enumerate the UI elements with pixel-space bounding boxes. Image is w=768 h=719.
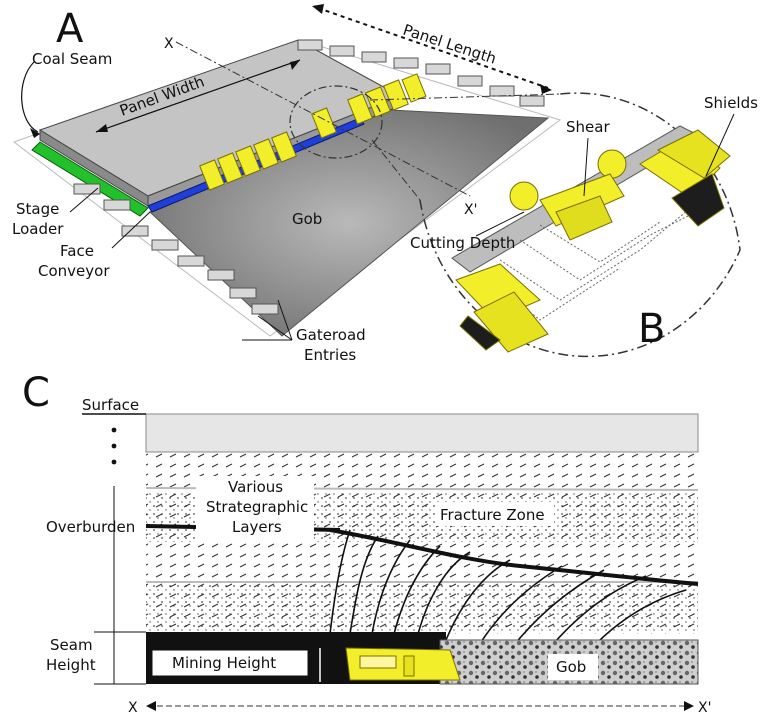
panel-length-arrow [317,7,549,89]
panel-length-arrowhead-right [540,84,552,94]
x-prime-label-c: X' [698,700,711,716]
entries-label: Entries [304,346,356,364]
panel-a-letter: A [56,6,84,52]
gateroad-leader-1 [257,315,293,341]
connector-bottom [371,139,421,201]
section-line-a [175,41,471,197]
gateroad-label: Gateroad [296,326,366,344]
gateroad-pillars-top [297,39,545,107]
face-conveyor-leader [111,211,151,249]
shield-section [345,647,461,681]
surface-layer [145,413,699,453]
shear-machine [509,149,627,241]
coal-seam-label: Coal Seam [32,50,112,68]
subsidence-line [329,528,699,586]
fracture-zone-box [436,502,554,526]
shear-label: Shear [566,118,610,136]
shear-leader [583,137,589,197]
section-arrow-right [684,701,694,711]
panel-b-letter: B [638,306,665,352]
coal-seam-leader [21,61,39,133]
shields-row-a [199,73,427,191]
panel-b: B Shear Shields Cutting Depth [369,92,758,358]
height-label: Height [46,656,96,674]
face-conveyor-strip [31,141,149,217]
mining-height-label: Mining Height [172,654,276,672]
stage-loader-leader [69,187,99,213]
layers-label: Layers [232,518,282,536]
cutting-depth-leader [475,211,525,237]
panel-width-arrowhead-right [290,60,300,70]
gob-label-box [548,654,598,680]
fracture-zone-label: Fracture Zone [440,506,545,524]
shields-label: Shields [704,94,758,112]
conveyor-label: Conveyor [38,262,110,280]
shields-right-b [639,129,731,227]
shields-leader [705,113,735,177]
shields-left-b [455,263,549,353]
coal-seam-leader-head [30,128,40,138]
gob-label-a: Gob [292,210,322,228]
x-label-c: X [128,700,138,716]
gateroad-pillars-bottom [73,183,279,315]
stage-label: Stage [16,200,59,218]
panel-length-arrowhead-left [312,4,324,14]
various-label: Various [228,478,283,496]
detail-ellipse [289,85,383,159]
face-label: Face [60,242,94,260]
cutting-depth-label: Cutting Depth [410,234,515,252]
section-arrow-left [146,701,156,711]
panel-width-arrowhead-left [96,124,108,132]
various-box [196,476,314,542]
mining-height-box [151,649,309,677]
x-prime-label-a: X' [464,202,477,218]
seam-label: Seam [50,636,93,654]
panel-c-letter: C [22,370,50,416]
surface-label: Surface [82,396,139,414]
surface-dots [111,427,117,465]
panel-a: A Coal Seam Panel Width Panel Length Gob… [12,4,562,364]
panel-width-arrow [95,59,301,133]
panel-c: C Surface Overburden Various Strategraph… [22,370,711,716]
gateroad-leader-3 [277,299,293,341]
loader-label: Loader [12,220,64,238]
dotted-stratum-2 [146,584,698,632]
detail-circle-b [419,92,741,358]
overburden-label: Overburden [46,518,135,536]
gob-label-c: Gob [556,658,586,676]
strategraphic-label: Strategraphic [206,498,308,516]
x-label-a: X [164,36,174,52]
